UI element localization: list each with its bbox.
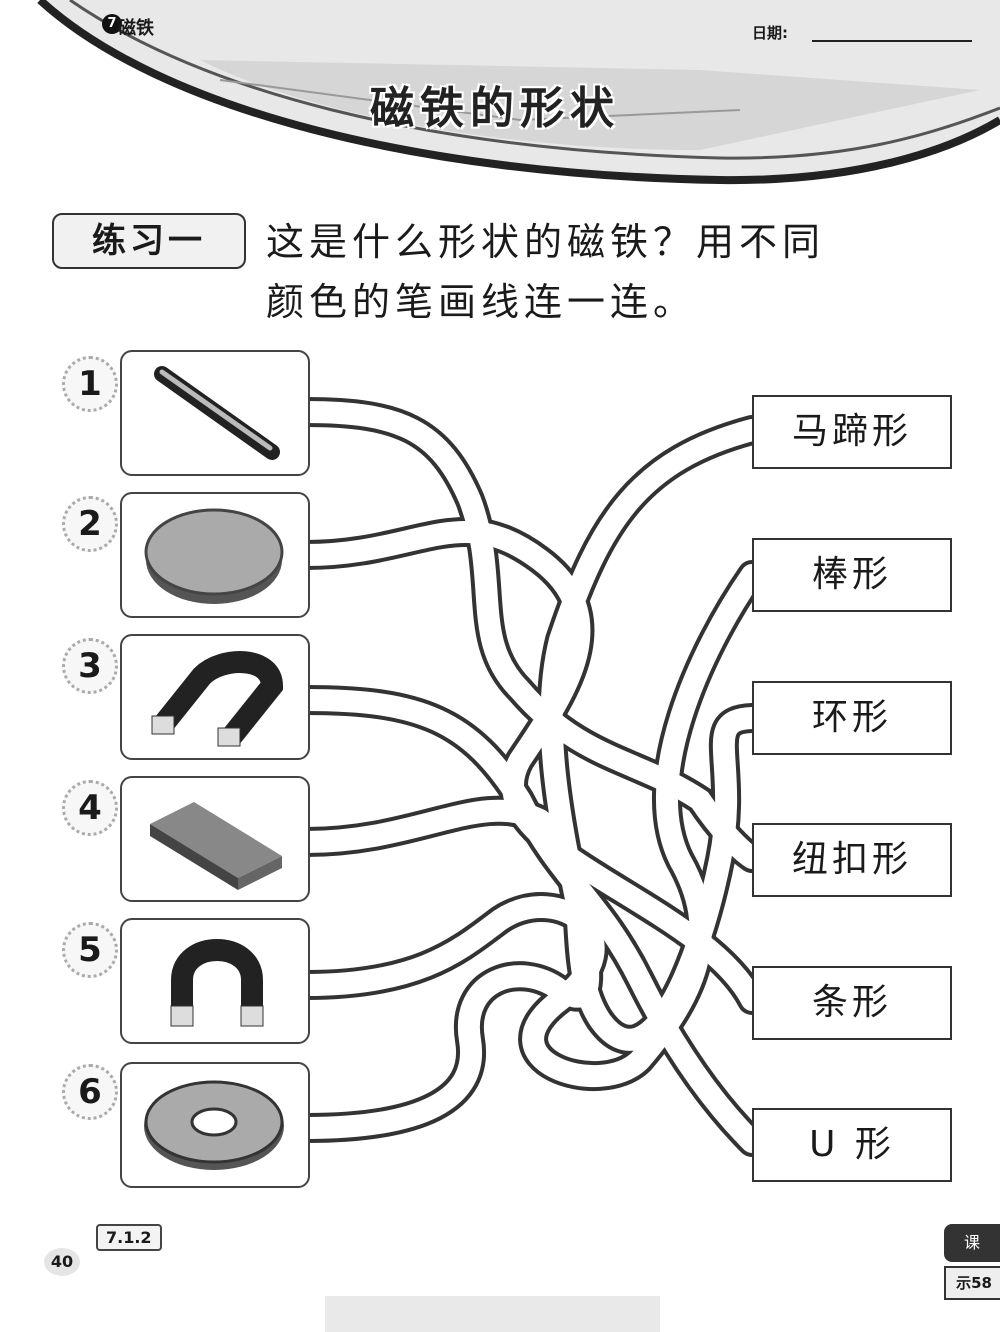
bar-magnet-block-icon — [150, 802, 282, 890]
header-banner — [37, 0, 1000, 185]
shape-label-4[interactable]: 纽扣形 — [752, 823, 952, 897]
magnet-number-3: 3 — [62, 638, 118, 694]
magnet-number-2: 2 — [62, 496, 118, 552]
magnet-box-4[interactable] — [120, 776, 310, 902]
bar-magnet-thin-icon — [154, 366, 280, 460]
unit-number-badge: 7 — [102, 14, 122, 34]
magnet-box-3[interactable] — [120, 634, 310, 760]
lesson-code: 7.1.2 — [96, 1224, 162, 1251]
horseshoe-magnet-icon — [151, 651, 284, 747]
side-tab: 课 — [944, 1224, 1000, 1262]
button-magnet-icon — [144, 508, 284, 604]
shape-label-1[interactable]: 马蹄形 — [752, 395, 952, 469]
unit-title: 磁铁 — [118, 18, 154, 39]
date-label: 日期: — [752, 24, 788, 42]
shape-label-2[interactable]: 棒形 — [752, 538, 952, 612]
u-magnet-icon — [170, 939, 264, 1027]
date-input-line[interactable] — [812, 40, 972, 42]
shape-label-3[interactable]: 环形 — [752, 681, 952, 755]
magnet-box-5[interactable] — [120, 918, 310, 1044]
page-title: 磁铁的形状 — [370, 83, 620, 134]
instruction-text: 这是什么形状的磁铁？用不同 颜色的笔画线连一连。 — [266, 212, 966, 332]
instruction-line-2: 颜色的笔画线连一连。 — [266, 280, 697, 324]
shape-label-5[interactable]: 条形 — [752, 966, 952, 1040]
bottom-strip — [325, 1296, 660, 1332]
instruction-line-1: 这是什么形状的磁铁？用不同 — [266, 220, 826, 264]
side-code: 示58 — [944, 1266, 1000, 1300]
magnet-number-4: 4 — [62, 780, 118, 836]
magnet-number-1: 1 — [62, 356, 118, 412]
shape-label-6[interactable]: U 形 — [752, 1108, 952, 1182]
magnet-box-6[interactable] — [120, 1062, 310, 1188]
exercise-tag: 练习一 — [52, 213, 246, 269]
ring-magnet-icon — [144, 1080, 284, 1170]
magnet-box-1[interactable] — [120, 350, 310, 476]
page-number: 40 — [44, 1248, 80, 1276]
magnet-number-6: 6 — [62, 1064, 118, 1120]
magnet-box-2[interactable] — [120, 492, 310, 618]
magnet-number-5: 5 — [62, 922, 118, 978]
